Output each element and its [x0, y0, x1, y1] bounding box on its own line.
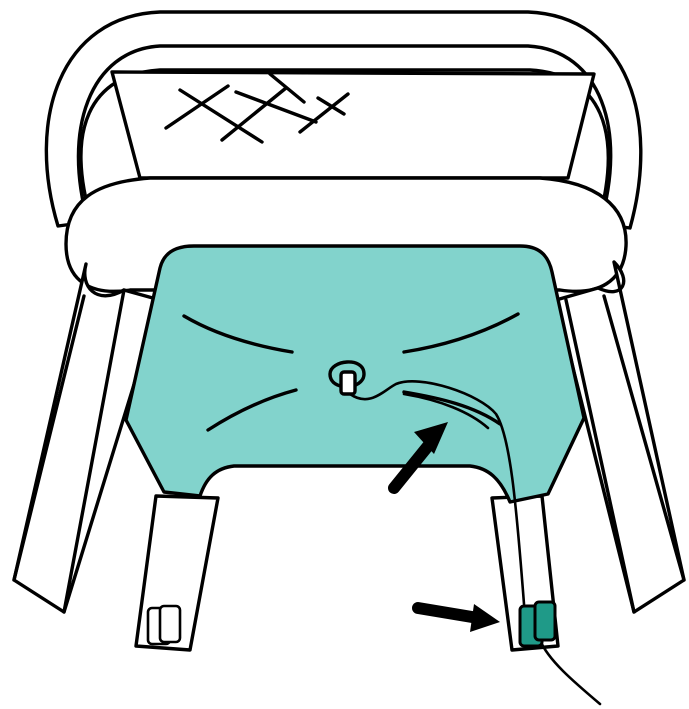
strap-clip-icon: [148, 606, 180, 644]
backrest-panel: [112, 72, 594, 178]
hose-connector-icon: [520, 602, 555, 646]
front-legs: [136, 496, 558, 650]
arrow-pointer-icon: [418, 604, 500, 632]
